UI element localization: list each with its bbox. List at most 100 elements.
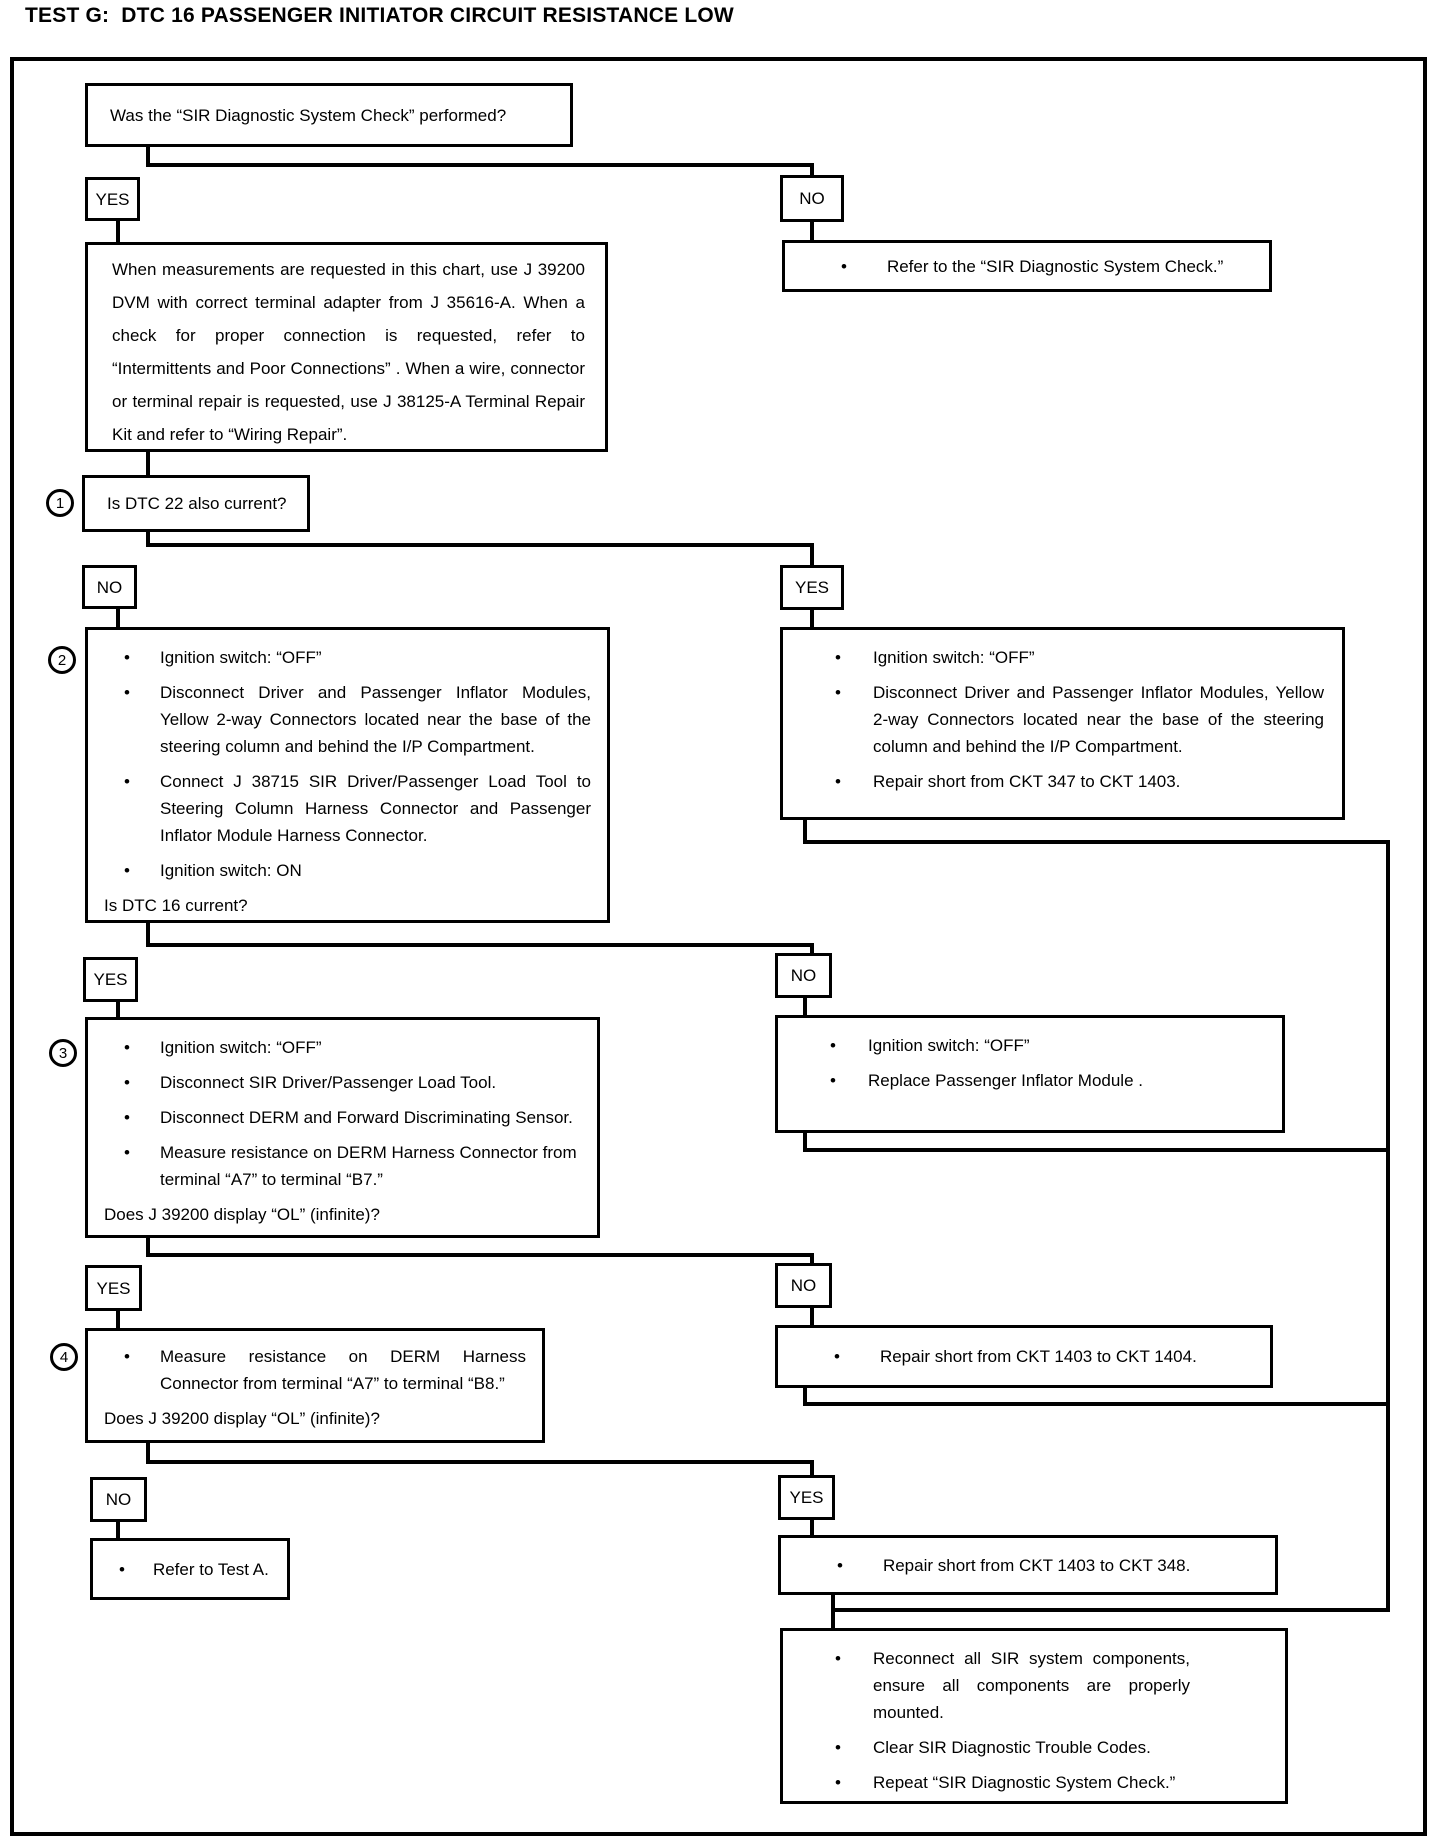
branch-label-no-2: NO bbox=[82, 565, 137, 609]
instruction-text: Clear SIR Diagnostic Trouble Codes. bbox=[873, 1738, 1151, 1757]
action-step4: • Measure resistance on DERM Harness Con… bbox=[85, 1328, 545, 1443]
list-item: • Disconnect DERM and Forward Discrimina… bbox=[88, 1104, 597, 1131]
connector-line bbox=[810, 608, 814, 629]
flowchart-border bbox=[10, 57, 1427, 1836]
instruction-text: Ignition switch: “OFF” bbox=[160, 1038, 322, 1057]
connector-line bbox=[810, 163, 814, 179]
connector-line bbox=[810, 943, 814, 959]
result-repair-1403-1404: • Repair short from CKT 1403 to CKT 1404… bbox=[775, 1325, 1273, 1388]
decision-text: Was the “SIR Diagnostic System Check” pe… bbox=[110, 105, 507, 125]
connector-line bbox=[810, 1306, 814, 1327]
bullet-icon: • bbox=[124, 861, 130, 880]
bullet-icon: • bbox=[837, 1555, 843, 1575]
connector-line bbox=[803, 1148, 1390, 1152]
result-text: Repair short from CKT 1403 to CKT 1404. bbox=[879, 1347, 1197, 1366]
bullet-icon: • bbox=[835, 1773, 841, 1792]
list-item: • Ignition switch: ON bbox=[88, 857, 607, 884]
instruction-text: Measure resistance on DERM Harness Conne… bbox=[160, 1143, 577, 1189]
bullet-icon: • bbox=[841, 256, 847, 276]
branch-label-no-5: NO bbox=[90, 1477, 147, 1522]
connector-line bbox=[831, 1608, 1390, 1612]
instruction-text: Reconnect all SIR system components, ens… bbox=[873, 1649, 1190, 1722]
bullet-icon: • bbox=[124, 1073, 130, 1092]
step-number: 2 bbox=[57, 651, 67, 669]
yes-label: YES bbox=[95, 189, 130, 209]
list-item: • Replace Passenger Inflator Module . bbox=[778, 1067, 1282, 1094]
connector-line bbox=[116, 607, 120, 629]
connector-line bbox=[146, 1441, 150, 1462]
connector-line bbox=[810, 1518, 814, 1537]
result-replace-inflator: • Ignition switch: “OFF” • Replace Passe… bbox=[775, 1015, 1285, 1133]
result-refer-sir-check: • Refer to the “SIR Diagnostic System Ch… bbox=[782, 240, 1272, 292]
instruction-text: Disconnect Driver and Passenger Inflator… bbox=[873, 683, 1324, 756]
instruction-text: Connect J 38715 SIR Driver/Passenger Loa… bbox=[160, 772, 591, 845]
no-label: NO bbox=[799, 189, 825, 208]
bullet-icon: • bbox=[119, 1559, 125, 1579]
list-item: • Connect J 38715 SIR Driver/Passenger L… bbox=[88, 768, 607, 849]
instruction-text: Ignition switch: “OFF” bbox=[160, 648, 322, 667]
bullet-icon: • bbox=[835, 1738, 841, 1757]
connector-line bbox=[810, 220, 814, 242]
bullet-icon: • bbox=[830, 1036, 836, 1055]
action-dtc22-yes: • Ignition switch: “OFF” • Disconnect Dr… bbox=[780, 627, 1345, 820]
connector-line bbox=[116, 1000, 120, 1019]
connector-line bbox=[116, 1520, 120, 1540]
connector-line bbox=[146, 450, 150, 477]
connector-line bbox=[803, 1386, 807, 1406]
yes-label: YES bbox=[93, 970, 128, 989]
connector-line bbox=[146, 543, 814, 547]
note-text: When measurements are requested in this … bbox=[112, 260, 585, 444]
connector-line bbox=[146, 921, 150, 947]
result-repair-1403-348: • Repair short from CKT 1403 to CKT 348. bbox=[778, 1535, 1278, 1595]
decision-dtc22-current: Is DTC 22 also current? bbox=[82, 475, 310, 532]
result-reconnect-final: • Reconnect all SIR system components, e… bbox=[780, 1628, 1288, 1804]
step-number: 1 bbox=[55, 494, 65, 512]
bullet-icon: • bbox=[124, 1108, 130, 1127]
connector-line bbox=[803, 996, 807, 1017]
list-item: • Ignition switch: “OFF” bbox=[88, 1034, 597, 1061]
bullet-icon: • bbox=[124, 1143, 130, 1162]
instruction-text: Ignition switch: “OFF” bbox=[873, 648, 1035, 667]
step-marker-2: 2 bbox=[48, 646, 76, 674]
connector-line bbox=[803, 818, 807, 844]
list-item: • Reconnect all SIR system components, e… bbox=[783, 1645, 1285, 1726]
connector-line bbox=[803, 840, 1390, 844]
list-item: • Disconnect Driver and Passenger Inflat… bbox=[88, 679, 607, 760]
question-text: Is DTC 16 current? bbox=[104, 896, 248, 915]
bullet-icon: • bbox=[124, 1347, 130, 1366]
connector-line bbox=[810, 1460, 814, 1477]
connector-line bbox=[116, 1309, 120, 1330]
list-item: • Ignition switch: “OFF” bbox=[88, 644, 607, 671]
result-text: Refer to Test A. bbox=[152, 1559, 269, 1579]
instruction-text: Repeat “SIR Diagnostic System Check.” bbox=[873, 1773, 1176, 1792]
branch-label-yes-4: YES bbox=[85, 1265, 142, 1311]
list-item: • Clear SIR Diagnostic Trouble Codes. bbox=[783, 1734, 1285, 1761]
action-step2: • Ignition switch: “OFF” • Disconnect Dr… bbox=[85, 627, 610, 923]
branch-label-no-3: NO bbox=[775, 953, 832, 998]
list-item: • Repair short from CKT 347 to CKT 1403. bbox=[783, 768, 1342, 795]
connector-line bbox=[146, 1253, 814, 1257]
result-text: Refer to the “SIR Diagnostic System Chec… bbox=[886, 256, 1224, 276]
step-marker-3: 3 bbox=[49, 1039, 77, 1067]
result-refer-test-a: • Refer to Test A. bbox=[90, 1538, 290, 1600]
connector-line bbox=[1386, 840, 1390, 1612]
instruction-text: Replace Passenger Inflator Module . bbox=[868, 1071, 1143, 1090]
branch-label-yes-5: YES bbox=[778, 1475, 835, 1520]
connector-line bbox=[146, 528, 150, 547]
bullet-icon: • bbox=[834, 1347, 840, 1366]
instruction-text: Disconnect DERM and Forward Discriminati… bbox=[160, 1108, 573, 1127]
note-measurement-tools: When measurements are requested in this … bbox=[85, 242, 608, 452]
list-item: • Measure resistance on DERM Harness Con… bbox=[88, 1139, 597, 1193]
connector-line bbox=[803, 1402, 1390, 1406]
action-step3: • Ignition switch: “OFF” • Disconnect SI… bbox=[85, 1017, 600, 1238]
no-label: NO bbox=[105, 1490, 132, 1509]
bullet-icon: • bbox=[835, 1649, 841, 1668]
instruction-text: Disconnect Driver and Passenger Inflator… bbox=[160, 683, 591, 756]
step-number: 3 bbox=[58, 1044, 68, 1062]
connector-line bbox=[116, 219, 120, 244]
connector-line bbox=[146, 163, 814, 167]
connector-line bbox=[810, 543, 814, 567]
decision-sir-check-performed: Was the “SIR Diagnostic System Check” pe… bbox=[85, 83, 573, 147]
instruction-text: Ignition switch: “OFF” bbox=[868, 1036, 1030, 1055]
